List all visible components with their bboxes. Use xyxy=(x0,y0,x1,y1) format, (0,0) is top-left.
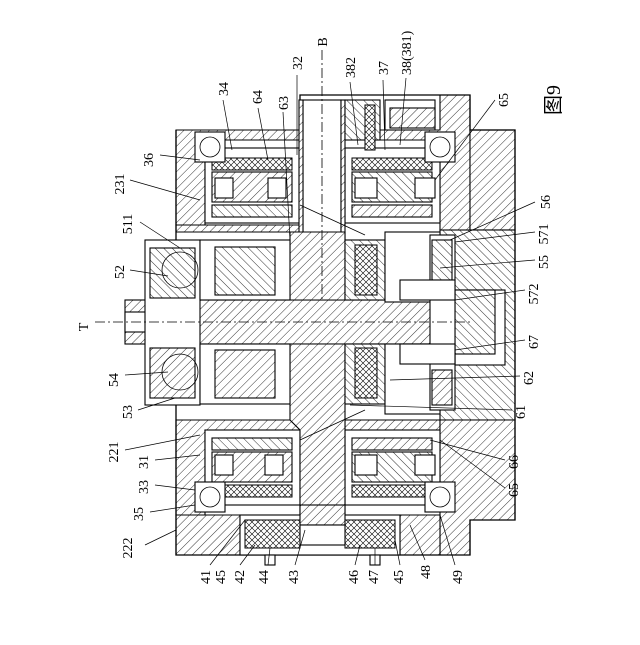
callout-41: 41 xyxy=(199,570,214,584)
callout-54: 54 xyxy=(107,373,122,387)
callout-61: 61 xyxy=(514,405,529,419)
callout-45-left: 45 xyxy=(214,570,229,584)
callout-65-top: 65 xyxy=(497,93,512,107)
callout-34: 34 xyxy=(217,82,232,96)
callout-38-381: 38(381) xyxy=(400,30,415,75)
callout-511: 511 xyxy=(121,214,136,234)
callout-572: 572 xyxy=(527,284,542,305)
callout-64: 64 xyxy=(251,90,266,104)
callout-31: 31 xyxy=(137,455,152,469)
callout-67: 67 xyxy=(527,335,542,349)
callout-43: 43 xyxy=(287,570,302,584)
callout-571: 571 xyxy=(537,224,552,245)
axis-t-label: T xyxy=(77,322,92,331)
callout-222: 222 xyxy=(121,538,136,559)
callout-33: 33 xyxy=(137,480,152,494)
callout-65-bottom: 65 xyxy=(507,483,522,497)
callout-32: 32 xyxy=(291,56,306,70)
axis-b-label: B xyxy=(316,37,331,46)
callout-55: 55 xyxy=(537,255,552,269)
callout-49: 49 xyxy=(451,570,466,584)
callout-66: 66 xyxy=(507,455,522,469)
figure-label: 图9 xyxy=(543,85,565,115)
callout-63: 63 xyxy=(277,96,292,110)
callout-52: 52 xyxy=(113,265,128,279)
callout-231: 231 xyxy=(113,174,128,195)
callout-382: 382 xyxy=(344,57,359,78)
callout-44: 44 xyxy=(257,570,272,584)
callout-53: 53 xyxy=(121,405,136,419)
lower-planetary xyxy=(240,505,400,565)
callout-46: 46 xyxy=(347,570,362,584)
callout-56: 56 xyxy=(539,195,554,209)
callout-42: 42 xyxy=(233,570,248,584)
callout-37: 37 xyxy=(377,61,392,75)
callout-35: 35 xyxy=(132,507,147,521)
callout-47: 47 xyxy=(367,570,382,584)
callout-62: 62 xyxy=(522,371,537,385)
callout-45-right: 45 xyxy=(392,570,407,584)
callout-221: 221 xyxy=(107,442,122,463)
callout-48: 48 xyxy=(419,565,434,579)
callout-36: 36 xyxy=(142,153,157,167)
